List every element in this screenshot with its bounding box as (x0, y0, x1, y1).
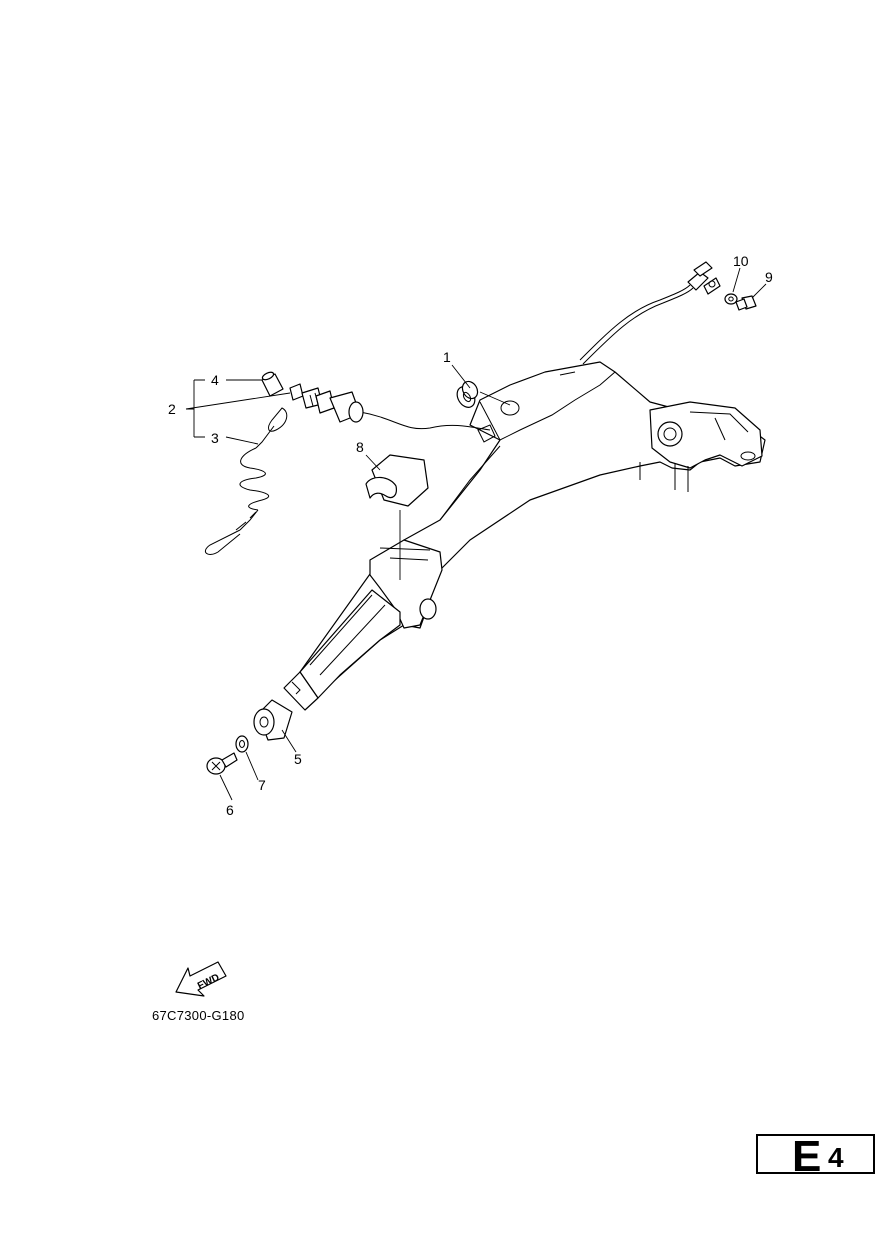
part-7-washer (235, 735, 249, 753)
part-1-grommet (456, 380, 479, 408)
part-2-stop-switch (289, 383, 364, 423)
callout-10: 10 (733, 253, 749, 269)
page-mark-letter: E (792, 1132, 822, 1181)
stop-switch-lead-wire (359, 261, 721, 431)
fwd-arrow-icon: FWD (175, 961, 227, 997)
callout-4: 4 (211, 372, 219, 388)
part-10-washer (724, 293, 738, 305)
tiller-housing (283, 361, 766, 711)
callout-1: 1 (443, 349, 451, 365)
part-4-cap (261, 371, 284, 397)
callout-7: 7 (258, 777, 266, 793)
callout-2: 2 (168, 401, 176, 417)
callout-9: 9 (765, 269, 773, 285)
part-9-bolt (735, 295, 757, 311)
diagram-code: 67C7300-G180 (152, 1008, 245, 1023)
callout-5: 5 (294, 751, 302, 767)
part-8-cover (365, 454, 429, 580)
page-mark-number: 4 (828, 1142, 844, 1173)
part-6-screw (206, 752, 238, 775)
part-5-grip-end (253, 699, 293, 741)
leader-lines (185, 267, 767, 801)
callout-6: 6 (226, 802, 234, 818)
callout-3: 3 (211, 430, 219, 446)
page-mark: E 4 (756, 1132, 875, 1181)
part-3-lanyard (205, 407, 288, 555)
callout-8: 8 (356, 439, 364, 455)
